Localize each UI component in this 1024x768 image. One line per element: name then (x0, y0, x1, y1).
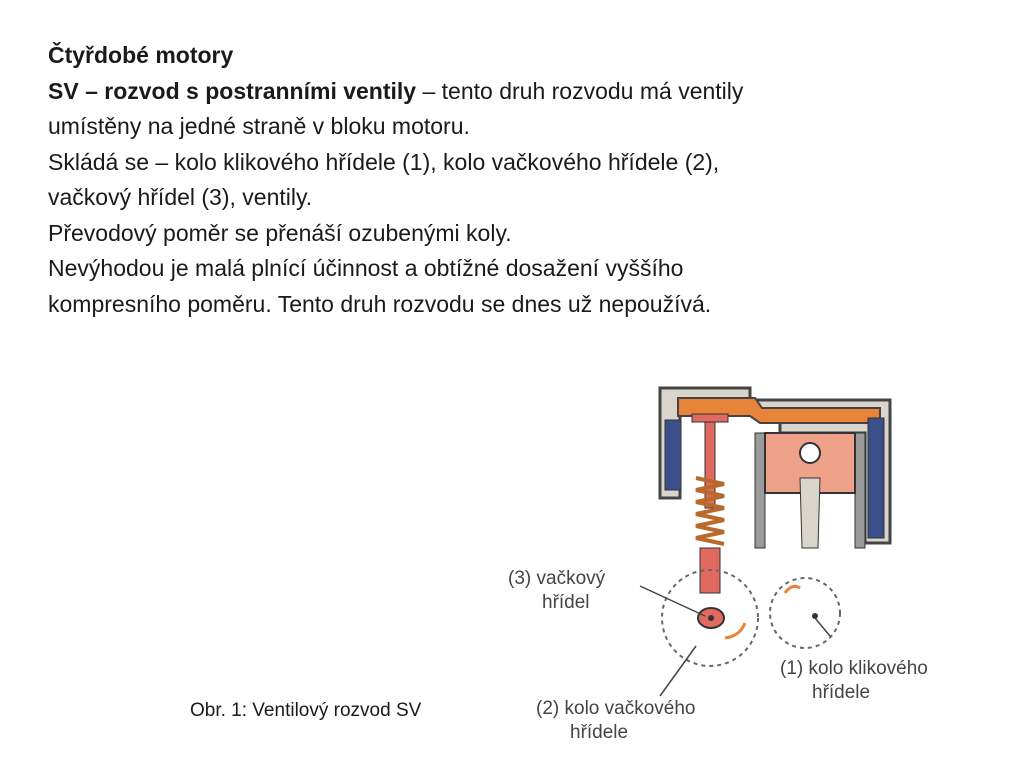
text-line-parts-2: vačkový hřídel (3), ventily. (48, 184, 313, 210)
water-jacket-left (664, 419, 682, 491)
cam-rotation-arrow (724, 622, 747, 640)
camshaft-center (708, 615, 714, 621)
text-line-location: umístěny na jedné straně v bloku motoru. (48, 113, 470, 139)
label-camshaft-line2: hřídel (542, 592, 590, 613)
valve-spring (695, 476, 725, 546)
text-line-gear: Převodový poměr se přenáší ozubenými kol… (48, 219, 512, 246)
sv-valve-train-figure: (3) vačkový hřídel (2) kolo vačkového hř… (500, 378, 970, 763)
piston-pin (799, 442, 821, 464)
valve-head (691, 413, 729, 423)
figure-caption: Obr. 1: Ventilový rozvod SV (190, 700, 422, 721)
label-crank-gear-line1: (1) kolo klikového (780, 658, 928, 679)
sv-title: SV – rozvod s postranními ventily (48, 77, 417, 104)
crank-rotation-arrow (783, 584, 801, 594)
text-line-disadvantage-1: Nevýhodou je malá plnící účinnost a obtí… (48, 255, 684, 281)
slide-text: Čtyřdobé motory SV – rozvod s postranním… (48, 38, 948, 322)
label-cam-gear-line2: hřídele (570, 722, 629, 743)
sv-definition: SV – rozvod s postranními ventily – tent… (48, 74, 948, 110)
engine-cross-section-drawing (639, 386, 892, 697)
slide-heading: Čtyřdobé motory (48, 42, 234, 68)
label-crank-gear-line2: hřídele (812, 682, 871, 703)
cylinder-wall-right (854, 432, 866, 549)
camshaft-gear (661, 569, 759, 667)
crankshaft-gear (769, 577, 841, 649)
crankshaft-center (812, 613, 818, 619)
cam-gear-leader (659, 645, 697, 697)
label-cam-gear-line1: (2) kolo vačkového (536, 698, 696, 719)
connecting-rod (799, 477, 821, 549)
camshaft-leader (639, 585, 706, 617)
label-camshaft-line1: (3) vačkový (508, 568, 606, 589)
text-line-disadvantage-2: kompresního poměru. Tento druh rozvodu s… (48, 290, 712, 317)
water-jacket-right (867, 417, 885, 539)
crank-gear-leader (814, 617, 831, 637)
cylinder-wall-left (754, 432, 766, 549)
text-line-parts-1: Skládá se – kolo klikového hřídele (1), … (48, 148, 720, 175)
sv-intro: – tento druh rozvodu má ventily (416, 77, 744, 104)
